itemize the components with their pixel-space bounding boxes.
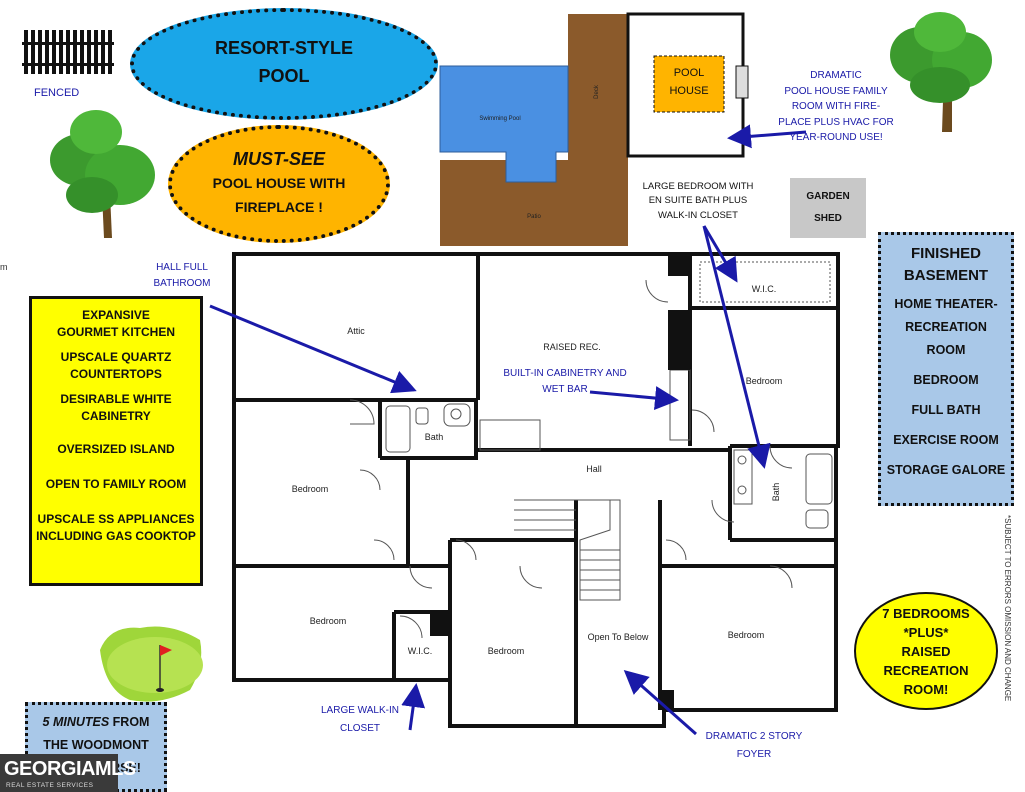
logo-subtext: REAL ESTATE SERVICES xyxy=(6,782,94,789)
tree-icon xyxy=(50,110,155,238)
callout-line: 5 MINUTES xyxy=(42,715,110,729)
callout-title: BASEMENT xyxy=(903,267,989,284)
annotation-arrows xyxy=(209,124,807,736)
callout-line: BEDROOM xyxy=(913,373,979,387)
callout-line: COUNTERTOPS xyxy=(70,367,162,381)
pool-house-label: POOL xyxy=(674,67,705,79)
callout-line: RSE! xyxy=(111,761,141,775)
patio-label: Patio xyxy=(527,214,541,220)
fenced-label: FENCED xyxy=(34,87,80,99)
note-line: ROOM WITH FIRE- xyxy=(791,101,881,112)
note-line: YEAR-ROUND USE! xyxy=(789,132,883,143)
note-line: EN SUITE BATH PLUS xyxy=(648,195,748,207)
note-line: LARGE WALK-IN xyxy=(321,705,399,716)
georgia-mls-logo: GEORGIAMLS REAL ESTATE SERVICES xyxy=(0,754,136,792)
callout-title: FINISHED xyxy=(910,245,981,262)
callout-line: THE WOODMONT xyxy=(43,738,149,752)
room-bedroom-s: Bedroom xyxy=(488,646,525,656)
room-bedroom-w: Bedroom xyxy=(292,484,329,494)
callout-line: RAISED xyxy=(901,644,951,659)
pool-house-family-note: DRAMATIC POOL HOUSE FAMILY ROOM WITH FIR… xyxy=(770,68,902,146)
callout-line: EXPANSIVE xyxy=(82,308,150,322)
callout-line: RECREATION xyxy=(883,663,969,678)
callout-line: CABINETRY xyxy=(81,409,151,423)
room-bedroom-se: Bedroom xyxy=(728,630,765,640)
callout-line: DESIRABLE WHITE xyxy=(60,392,172,406)
note-line: WALK-IN CLOSET xyxy=(658,209,738,221)
foyer-note: DRAMATIC 2 STORY FOYER xyxy=(692,728,816,764)
callout-line: FULL BATH xyxy=(911,403,981,417)
callout-line: EXERCISE ROOM xyxy=(893,433,999,447)
cabinetry-note: BUILT-IN CABINETRY AND WET BAR xyxy=(498,366,632,397)
callout-line: GOURMET KITCHEN xyxy=(57,325,175,339)
note-line: POOL HOUSE FAMILY xyxy=(784,85,888,97)
room-bedroom-ne: Bedroom xyxy=(746,376,783,386)
large-bedroom-note: LARGE BEDROOM WITH EN SUITE BATH PLUS WA… xyxy=(636,180,760,223)
note-line: FOYER xyxy=(736,749,772,760)
note-line: DRAMATIC xyxy=(810,70,862,81)
room-raised-rec: RAISED REC. xyxy=(543,342,601,352)
site-plan: Swimming Pool Deck Patio POOL HOUSE xyxy=(439,12,749,246)
callout-line: RECREATION xyxy=(905,320,987,334)
room-bath-left: Bath xyxy=(425,432,444,442)
callout-line: STORAGE GALORE xyxy=(886,463,1006,477)
room-attic: Attic xyxy=(347,326,365,336)
golf-green-icon xyxy=(100,626,203,702)
callout-line: POOL HOUSE WITH xyxy=(212,175,346,191)
callout-line: HOME THEATER- xyxy=(894,297,998,311)
note-line: CLOSET xyxy=(339,723,380,734)
note-line: HALL FULL xyxy=(156,262,208,273)
tree-icon xyxy=(890,12,992,132)
walk-in-note: LARGE WALK-IN CLOSET xyxy=(318,702,402,738)
fence-icon xyxy=(22,30,114,74)
shed-line: SHED xyxy=(814,213,842,224)
callout-line: *PLUS* xyxy=(903,625,949,640)
room-hall: Hall xyxy=(586,464,602,474)
swimming-pool-label: Swimming Pool xyxy=(479,116,520,122)
hall-bath-note: HALL FULL BATHROOM xyxy=(144,260,220,292)
room-bedroom-sw: Bedroom xyxy=(310,616,347,626)
callout-line: INCLUDING GAS COOKTOP xyxy=(36,529,196,543)
callout-line: UPSCALE QUARTZ xyxy=(60,350,172,364)
basement-callout: FINISHED BASEMENT HOME THEATER- RECREATI… xyxy=(878,232,1014,506)
pool-house-label: HOUSE xyxy=(669,85,708,97)
garden-shed: GARDEN SHED xyxy=(790,178,866,238)
callout-line: ROOM! xyxy=(903,682,949,697)
note-line: BATHROOM xyxy=(153,278,211,289)
room-wic-top: W.I.C. xyxy=(752,284,777,294)
callout-line: 7 BEDROOMS xyxy=(882,606,970,621)
kitchen-callout: EXPANSIVE GOURMET KITCHEN UPSCALE QUARTZ… xyxy=(29,296,203,586)
golf-callout: 5 MINUTES FROM THE WOODMONT RSE! xyxy=(25,702,167,792)
callout-line: POOL xyxy=(258,66,310,86)
note-line: LARGE BEDROOM WITH xyxy=(642,181,754,192)
note-line: WET BAR xyxy=(542,383,588,395)
pool-house-callout: MUST-SEE POOL HOUSE WITH FIREPLACE ! xyxy=(168,125,390,243)
callout-line: MUST-SEE xyxy=(232,149,325,169)
callout-line: OPEN TO FAMILY ROOM xyxy=(45,477,187,491)
disclaimer-text: *SUBJECT TO ERRORS OMISSION AND CHANGE xyxy=(1003,515,1012,702)
callout-line: UPSCALE SS APPLIANCES xyxy=(37,512,195,526)
callout-line: OVERSIZED ISLAND xyxy=(57,442,175,456)
shed-line: GARDEN xyxy=(806,191,850,202)
note-line: DRAMATIC 2 STORY xyxy=(705,731,803,742)
logo-text: GEORGIAMLS xyxy=(4,758,136,780)
room-wic-bottom: W.I.C. xyxy=(408,646,433,656)
bedrooms-callout: 7 BEDROOMS *PLUS* RAISED RECREATION ROOM… xyxy=(854,592,998,710)
callout-line: FIREPLACE ! xyxy=(235,199,323,215)
resort-pool-callout: RESORT-STYLE POOL xyxy=(130,8,438,120)
callout-line: ROOM xyxy=(926,343,966,357)
callout-line: FROM xyxy=(109,715,150,729)
callout-line: RESORT-STYLE xyxy=(214,38,353,58)
edge-text: m xyxy=(0,262,8,272)
room-open-to-below: Open To Below xyxy=(588,632,649,642)
note-line: PLACE PLUS HVAC FOR xyxy=(778,116,894,128)
room-bath-right: Bath xyxy=(771,483,781,502)
deck-label: Deck xyxy=(594,84,600,99)
note-line: BUILT-IN CABINETRY AND xyxy=(503,368,627,379)
